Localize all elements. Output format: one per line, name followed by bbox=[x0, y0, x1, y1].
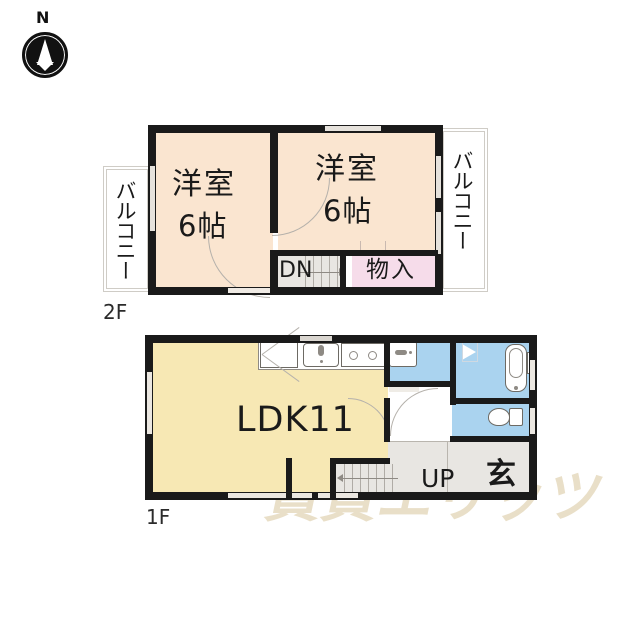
balcony-left-label: バルコニー bbox=[113, 180, 137, 280]
toilet-tank-icon bbox=[509, 408, 523, 426]
western-room-left-size: 6帖 bbox=[178, 209, 228, 243]
entrance-area bbox=[388, 441, 534, 498]
wall-1f-stair-left bbox=[330, 458, 336, 498]
wall-1f-wash-bottom bbox=[384, 381, 456, 387]
wall-1f-top bbox=[145, 335, 537, 343]
wall-1f-bath-bottom bbox=[450, 398, 536, 404]
western-room-right-size: 6帖 bbox=[323, 194, 373, 228]
bath-door-icon bbox=[462, 344, 476, 360]
balcony-right-inner bbox=[443, 131, 485, 289]
toilet-icon bbox=[488, 408, 510, 426]
wall-1f-ldk-bottom-stub bbox=[286, 458, 292, 498]
floor-label-2f: 2F bbox=[103, 300, 128, 324]
compass-north-arrow-icon bbox=[22, 32, 68, 78]
stove-two-burner-icon bbox=[341, 343, 386, 367]
wall-2f-right bbox=[435, 125, 443, 295]
wall-1f-bath-left bbox=[450, 335, 456, 405]
wall-2f-partition-lower bbox=[270, 250, 278, 295]
entrance-label: 玄 bbox=[486, 457, 516, 492]
western-room-right-label: 洋室 bbox=[315, 152, 379, 187]
north-label: N bbox=[36, 8, 50, 27]
closet-area bbox=[352, 254, 440, 292]
wall-2f-partition-upper bbox=[270, 125, 278, 233]
floor-label-1f: 1F bbox=[146, 505, 171, 529]
western-room-left-label: 洋室 bbox=[172, 167, 236, 202]
stairs-down-label: DN bbox=[279, 258, 313, 283]
wall-2f-top bbox=[148, 125, 443, 133]
balcony-left-inner bbox=[106, 169, 148, 289]
wall-1f-stair-top bbox=[330, 458, 390, 464]
window-icon bbox=[260, 340, 298, 368]
closet-label: 物入 bbox=[366, 257, 416, 283]
stairs-up-label: UP bbox=[421, 464, 455, 493]
wall-2f-stair-top bbox=[270, 250, 346, 256]
wall-1f-toilet-bottom bbox=[450, 436, 536, 442]
ldk-label: LDK11 bbox=[236, 400, 355, 440]
balcony-right-label: バルコニー bbox=[450, 150, 474, 250]
wall-2f-closet-top bbox=[346, 250, 438, 256]
wall-2f-bottom bbox=[148, 287, 443, 295]
wall-2f-stair-right bbox=[340, 250, 346, 295]
wall-1f-kitchen-right bbox=[384, 335, 390, 387]
wall-1f-hall-right bbox=[384, 398, 390, 442]
